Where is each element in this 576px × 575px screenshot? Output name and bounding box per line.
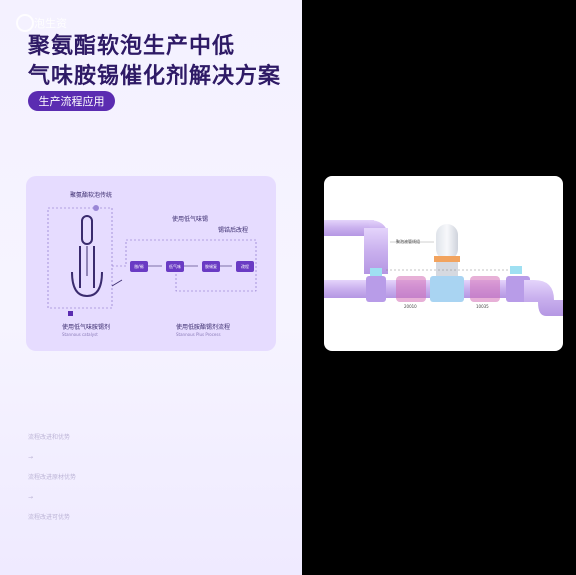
flow-bottom-left-label: 使用低气味胺锡剂 [62,324,111,331]
flow-node-2: 低气味 [166,261,184,272]
flow-node-4: 改程 [236,261,254,272]
diagram-callout: 聚泡液管线组 [396,239,420,244]
list-item: 流程改进可优势 [28,514,71,521]
flow-bottom-left-sub: Stannous catalyst [62,332,98,337]
flow-sub-label: 锡锆后改程 [218,227,249,234]
flow-marker [68,311,73,316]
list-item: 流程改进原材优势 [28,474,77,481]
flow-card: 聚氨酯软泡传统 使用低气味锡 锡锆后改程 胺/锡 低气味 胺锡复 改程 使用低气… [26,176,276,351]
pipe-diagram [324,220,563,316]
logo-text: 泡生资 [34,17,67,30]
pipe-diagram-card: 聚泡液管线组 20010 10035 [324,176,563,351]
page-title-line-2: 气味胺锡催化剂解决方案 [28,64,282,89]
page-title-line-1: 聚氨酯软泡生产中低 [28,34,236,59]
brand-logo: 泡生资 [16,14,68,32]
arrow-icon: → [28,494,34,501]
logo-mark-icon [16,14,34,32]
list-item: 流程改进和优势 [28,434,71,441]
flow-node-3: 胺锡复 [202,261,220,272]
flow-bottom-right-label: 使用低胺酯锡剂流程 [176,324,231,331]
pipe-tag-left: 20010 [404,304,417,309]
flow-mid-label: 使用低气味锡 [172,216,209,223]
arrow-icon: → [28,454,34,461]
flow-bottom-right-sub: Stannous Plus Process [176,332,221,337]
flow-diagram [47,205,257,309]
section-pill[interactable]: 生产流程应用 [28,91,115,111]
flow-top-label: 聚氨酯软泡传统 [70,192,113,199]
left-panel: 泡生资 聚氨酯软泡生产中低 气味胺锡催化剂解决方案 生产流程应用 聚氨酯软泡传统… [0,0,302,575]
flow-node-1: 胺/锡 [130,261,148,272]
pipe-tag-right: 10035 [476,304,489,309]
